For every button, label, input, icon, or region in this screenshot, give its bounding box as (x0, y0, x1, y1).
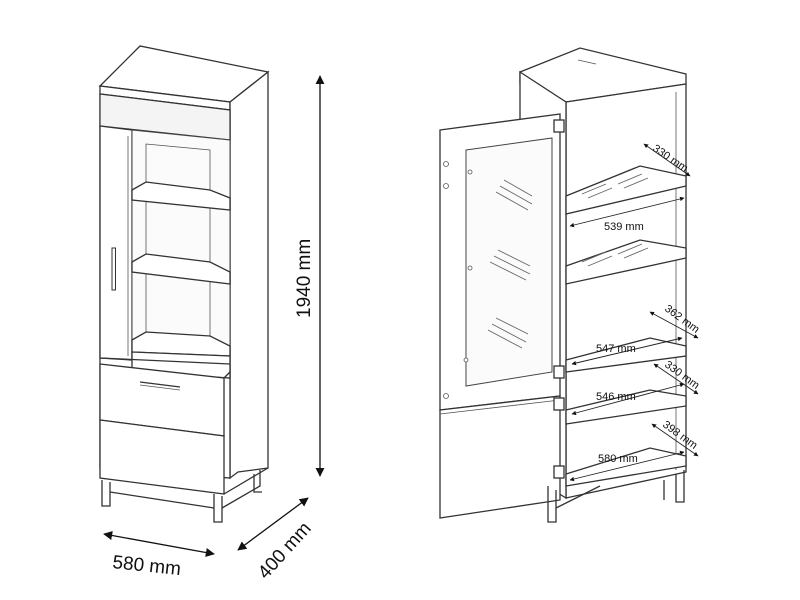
leg-rail-side (221, 470, 261, 509)
height-label: 1940 mm (294, 239, 315, 318)
lower-shelf-depth-arrow (653, 363, 699, 395)
open-cabinet-interior (565, 83, 687, 499)
bottom-compartment-depth-arrow (651, 423, 699, 457)
hinge-4 (553, 465, 565, 479)
height-dimension: 1940 mm (294, 75, 325, 477)
lower-shelf-width-label: 546 mm (596, 391, 636, 403)
open-door-glass-pane (465, 137, 553, 387)
door-hinges (553, 119, 565, 479)
top-hole (577, 59, 597, 65)
width-dimension: 580 mm (103, 530, 215, 580)
depth-label: 400 mm (254, 518, 316, 583)
open-leg-rail (555, 485, 601, 509)
mid-shelf-width-label: 547 mm (596, 343, 636, 355)
open-leg-front-left (547, 486, 557, 523)
shelf-2-hatching (581, 243, 649, 267)
open-leg-back-right (675, 470, 685, 503)
base-edge (223, 467, 269, 495)
interior-shelf-1 (131, 181, 231, 211)
cabinet-side-panel (229, 70, 269, 480)
open-lower-panel[interactable] (439, 395, 561, 519)
top-shelf-width-arrow (569, 196, 685, 228)
open-cabinet-view (439, 47, 687, 523)
lower-shelf-width-arrow (571, 382, 685, 416)
depth-arrow (237, 497, 309, 551)
door-hinge-holes (443, 161, 473, 399)
hinge-2 (553, 365, 565, 379)
mid-shelf-width-arrow (571, 336, 683, 366)
drawer-handle[interactable] (139, 381, 181, 388)
glass-reflection-marks (487, 179, 533, 349)
depth-dimension: 400 mm (237, 497, 316, 583)
top-shelf-width-label: 539 mm (604, 221, 644, 233)
drawer-side-edge (223, 371, 231, 379)
display-interior (131, 129, 231, 357)
drawer-handle-shadow (139, 384, 181, 391)
width-arrow (103, 530, 215, 558)
cabinet-legs (101, 470, 262, 523)
bottom-shelf-width-label: 580 mm (598, 453, 638, 465)
hinge-3 (553, 397, 565, 411)
top-shelf-depth-arrow (643, 143, 691, 177)
leg-front-right (213, 494, 223, 523)
open-cabinet-legs (547, 470, 685, 523)
glass-door[interactable] (99, 125, 133, 361)
mid-compartment-depth-arrow (649, 311, 699, 339)
door-handle[interactable] (111, 247, 116, 291)
frame-divider (99, 357, 231, 365)
leg-rail-front (109, 491, 215, 509)
hinge-1 (553, 119, 565, 133)
closed-cabinet-view (98, 45, 270, 523)
bottom-shelf-width-arrow (569, 450, 685, 482)
leg-back-right (253, 474, 262, 493)
leg-front-left (101, 480, 111, 507)
lower-panel-edge (439, 399, 561, 415)
width-label: 580 mm (111, 552, 181, 580)
interior-shelf-2 (131, 253, 231, 285)
open-shelf-2 (565, 239, 687, 285)
shelf-1-hatching (581, 173, 649, 199)
